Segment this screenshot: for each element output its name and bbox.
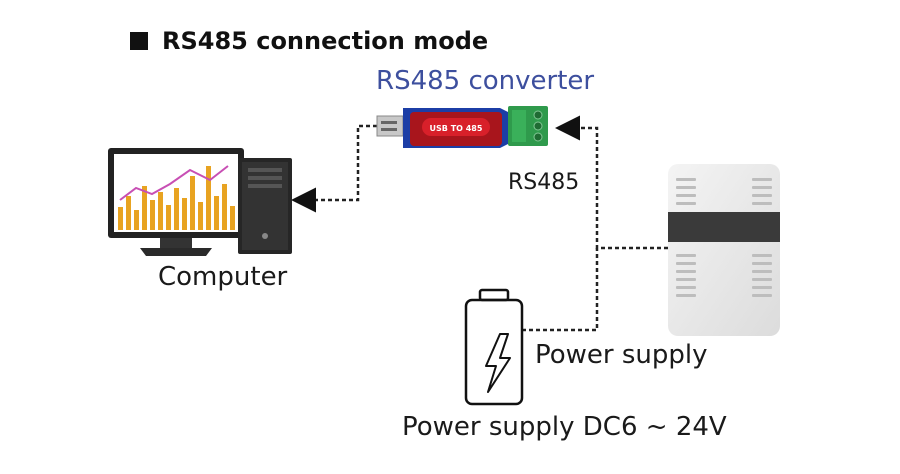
lightning-bolt-icon	[485, 333, 511, 393]
power-supply-label: Power supply	[535, 340, 708, 370]
computer-monitor-icon	[108, 148, 244, 256]
power-supply-spec-label: Power supply DC6 ~ 24V	[402, 412, 727, 442]
power-supply-battery-icon	[464, 288, 524, 406]
converter-device-text: USB TO 485	[430, 124, 483, 133]
monitor-chart-line-icon	[119, 165, 229, 201]
rs485-link-label: RS485	[508, 170, 580, 195]
computer-label: Computer	[158, 262, 288, 292]
title-text: RS485 connection mode	[162, 27, 489, 55]
computer-tower-icon	[238, 158, 292, 254]
rs485-converter-icon: USB TO 485	[376, 106, 548, 148]
converter-label: RS485 converter	[376, 66, 595, 96]
title: RS485 connection mode	[130, 27, 488, 55]
title-bullet-icon	[130, 32, 148, 50]
power-to-bus-line	[522, 248, 599, 332]
usb-to-computer-line	[291, 124, 377, 213]
sensor-device-icon	[668, 164, 780, 336]
monitor-chart-bars-icon	[118, 166, 235, 230]
sensor-to-converter-line	[555, 115, 668, 250]
connection-lines	[291, 115, 668, 332]
